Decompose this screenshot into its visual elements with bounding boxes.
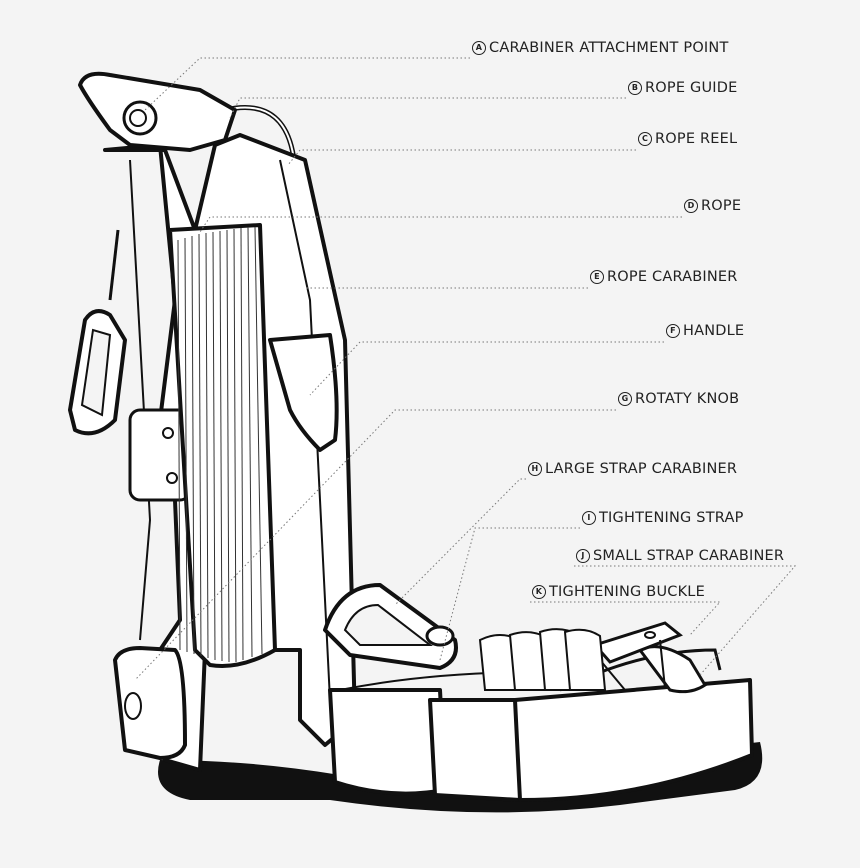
badge-b: B — [628, 81, 642, 95]
leader-lines — [134, 57, 797, 681]
callout-i-text: TIGHTENING STRAP — [599, 510, 744, 526]
callout-i: I TIGHTENING STRAP — [582, 510, 744, 526]
callout-j-text: SMALL STRAP CARABINER — [593, 548, 785, 564]
badge-e: E — [590, 270, 604, 284]
callout-g-text: ROTATY KNOB — [635, 391, 740, 407]
callout-f-text: HANDLE — [683, 323, 745, 339]
reel-windings — [177, 226, 263, 663]
small-strap-carabiner — [637, 645, 708, 694]
callout-a-text: CARABINER ATTACHMENT POINT — [489, 40, 729, 56]
callout-j: J SMALL STRAP CARABINER — [576, 548, 784, 564]
tightening-strap — [478, 628, 607, 691]
callout-e-text: ROPE CARABINER — [607, 269, 738, 285]
badge-j: J — [576, 549, 590, 563]
badge-d: D — [684, 199, 698, 213]
strap-left — [328, 688, 447, 796]
callout-c-text: ROPE REEL — [655, 131, 738, 147]
handle — [268, 333, 339, 452]
tightening-buckle — [592, 621, 683, 664]
attachment-bracket — [78, 71, 237, 152]
badge-i: I — [582, 511, 596, 525]
badge-c: C — [638, 132, 652, 146]
badge-g: G — [618, 392, 632, 406]
badge-a: A — [472, 41, 486, 55]
callout-k: K TIGHTENING BUCKLE — [532, 584, 705, 600]
callout-c: C ROPE REEL — [638, 131, 737, 147]
callout-b-text: ROPE GUIDE — [645, 80, 738, 96]
badge-f: F — [666, 324, 680, 338]
callout-e: E ROPE CARABINER — [590, 269, 738, 285]
callout-h-text: LARGE STRAP CARABINER — [545, 461, 738, 477]
callout-b: B ROPE GUIDE — [628, 80, 737, 96]
rotary-knob — [113, 646, 187, 760]
strap-right — [513, 678, 754, 802]
badge-h: H — [528, 462, 542, 476]
callout-g: G ROTATY KNOB — [618, 391, 739, 407]
callout-f: F HANDLE — [666, 323, 744, 339]
callout-h: H LARGE STRAP CARABINER — [528, 461, 737, 477]
callout-a: A CARABINER ATTACHMENT POINT — [472, 40, 729, 56]
callout-d-text: ROPE — [701, 198, 742, 214]
callout-d: D ROPE — [684, 198, 741, 214]
badge-k: K — [532, 585, 546, 599]
callout-k-text: TIGHTENING BUCKLE — [549, 584, 705, 600]
